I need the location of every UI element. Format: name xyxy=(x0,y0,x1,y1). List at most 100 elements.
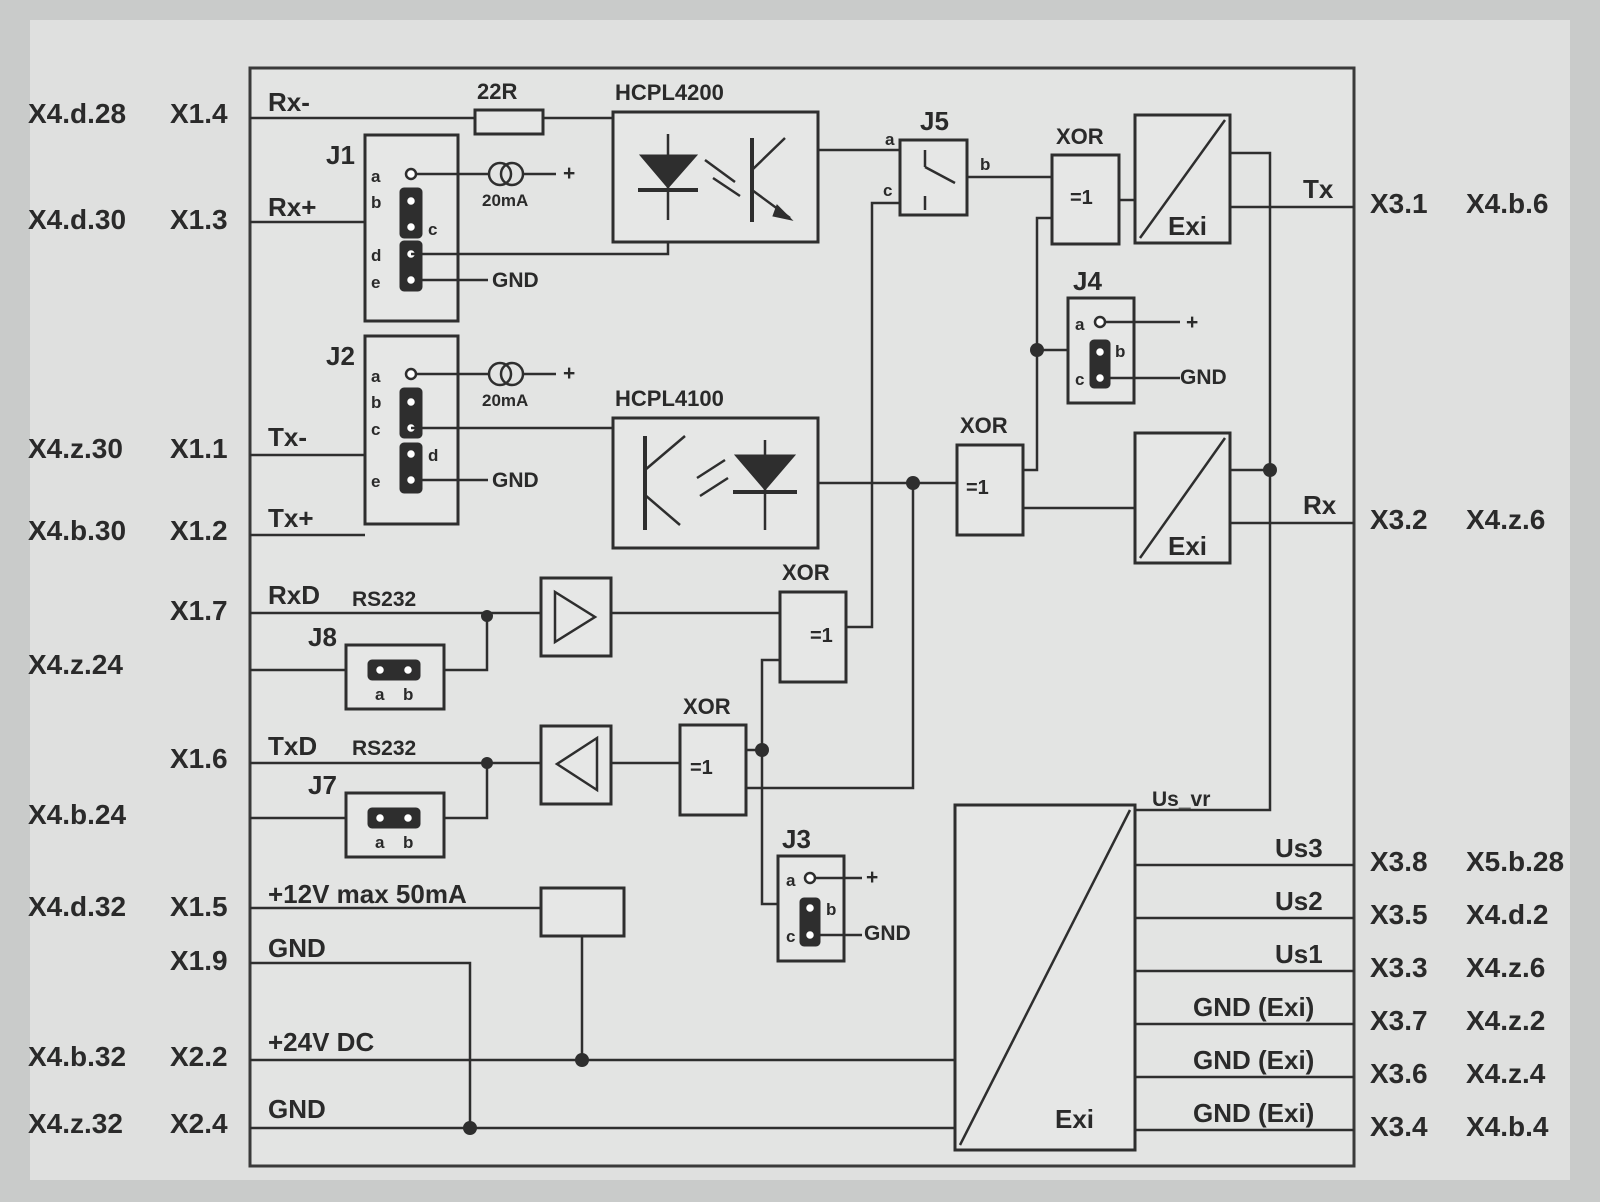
signal-gnd-exi-1: GND (Exi) xyxy=(1193,992,1314,1022)
label-x4z30: X4.z.30 xyxy=(28,433,123,464)
label-x4z6b: X4.z.6 xyxy=(1466,952,1545,983)
wire-j8-b xyxy=(444,616,489,672)
xor-mid-symbol: =1 xyxy=(966,477,989,499)
junction-exi-rx xyxy=(1263,463,1277,477)
label-x4z32: X4.z.32 xyxy=(28,1108,123,1139)
label-x4d30: X4.d.30 xyxy=(28,204,126,235)
wire-j5-c xyxy=(846,201,900,629)
j1-pin-e: e xyxy=(371,273,380,292)
signal-gnd-b: GND xyxy=(268,1094,326,1124)
label-x33: X3.3 xyxy=(1370,952,1428,983)
label-x16: X1.6 xyxy=(170,743,228,774)
wire-j7-b xyxy=(444,763,489,820)
label-x19: X1.9 xyxy=(170,945,228,976)
resistor-22r xyxy=(473,108,545,136)
label-x24: X2.4 xyxy=(170,1108,228,1139)
jumper-j3-name: J3 xyxy=(782,824,811,854)
j1-pin-a: a xyxy=(371,167,381,186)
j4-plus: + xyxy=(1186,311,1198,334)
label-x5b28: X5.b.28 xyxy=(1466,846,1564,877)
label-x32: X3.2 xyxy=(1370,504,1428,535)
j4-pin-a: a xyxy=(1075,315,1085,334)
j2-plus: + xyxy=(563,362,575,385)
label-x36: X3.6 xyxy=(1370,1058,1428,1089)
label-x38: X3.8 xyxy=(1370,846,1428,877)
j2-pin-b: b xyxy=(371,393,381,412)
signal-rs232-a: RS232 xyxy=(352,588,416,611)
junction-24v xyxy=(575,1053,589,1067)
optocoupler-hcpl4100 xyxy=(611,416,820,550)
current-source-icon-2 xyxy=(487,361,556,387)
j5-pin-b: b xyxy=(980,155,990,174)
optocoupler-hcpl4200 xyxy=(611,110,820,244)
output-wires xyxy=(1135,863,1354,1132)
current-source-icon xyxy=(487,161,556,187)
exi-rx-label: Exi xyxy=(1168,531,1207,561)
opto-rx-label: HCPL4200 xyxy=(615,80,724,105)
xor-top-label: XOR xyxy=(1056,124,1104,149)
label-x35: X3.5 xyxy=(1370,899,1428,930)
jumper-j8-name: J8 xyxy=(308,622,337,652)
xor-gate-mid xyxy=(955,443,1025,537)
jumper-j7 xyxy=(344,791,446,859)
buffer-rxd xyxy=(539,576,613,658)
resistor-label: 22R xyxy=(477,79,517,104)
exi-barrier-tx xyxy=(1133,113,1232,245)
label-x4b30: X4.b.30 xyxy=(28,515,126,546)
signal-rxd: RxD xyxy=(268,580,320,610)
signal-supply24: +24V DC xyxy=(268,1027,374,1057)
j2-current-label: 20mA xyxy=(482,391,528,410)
signal-supply12: +12V max 50mA xyxy=(268,879,467,909)
j4-gnd: GND xyxy=(1180,366,1227,389)
signal-rx-minus: Rx- xyxy=(268,87,310,117)
label-x4d2: X4.d.2 xyxy=(1466,899,1548,930)
signal-tx-out: Tx xyxy=(1303,174,1334,204)
j3-pin-c: c xyxy=(786,927,795,946)
j5-pin-a: a xyxy=(885,130,895,149)
signal-rs232-b: RS232 xyxy=(352,737,416,760)
exi-power-barrier xyxy=(953,803,1137,1152)
wire-us-vr xyxy=(1135,151,1272,812)
exi-power-label: Exi xyxy=(1055,1104,1094,1134)
junction-gnd xyxy=(463,1121,477,1135)
xor-mid-label: XOR xyxy=(960,413,1008,438)
signal-tx-plus: Tx+ xyxy=(268,503,314,533)
label-x37: X3.7 xyxy=(1370,1005,1428,1036)
signal-txd: TxD xyxy=(268,731,317,761)
wire-xor-rx-ctrl xyxy=(760,658,780,906)
jumper-j1 xyxy=(363,133,670,323)
label-x22: X2.2 xyxy=(170,1041,228,1072)
label-x34: X3.4 xyxy=(1370,1111,1428,1142)
xor-rs232-tx-label: XOR xyxy=(683,694,731,719)
j1-current-label: 20mA xyxy=(482,191,528,210)
jumper-j8 xyxy=(344,643,446,711)
j1-pin-d: d xyxy=(371,246,381,265)
label-x17: X1.7 xyxy=(170,595,228,626)
label-x13: X1.3 xyxy=(170,204,228,235)
j3-pin-b: b xyxy=(826,900,836,919)
xor-gate-top xyxy=(1050,153,1121,246)
wire-gnd-a xyxy=(250,961,472,1128)
j1-pin-b: b xyxy=(371,193,381,212)
jumper-j7-name: J7 xyxy=(308,770,337,800)
j2-pin-d: d xyxy=(428,446,438,465)
signal-gnd-exi-3: GND (Exi) xyxy=(1193,1098,1314,1128)
xor-top-symbol: =1 xyxy=(1070,187,1093,209)
label-x4d32: X4.d.32 xyxy=(28,891,126,922)
signal-rx-plus: Rx+ xyxy=(268,192,316,222)
jumper-j5 xyxy=(898,138,969,217)
regulator-block xyxy=(539,886,626,938)
signal-rx-out: Rx xyxy=(1303,490,1337,520)
wire-tx-feedback xyxy=(746,483,915,790)
signal-us-vr: Us_vr xyxy=(1152,788,1210,811)
jumper-j3 xyxy=(776,854,862,963)
j8-pin-b: b xyxy=(403,685,413,704)
label-x4z4: X4.z.4 xyxy=(1466,1058,1546,1089)
label-x4b6: X4.b.6 xyxy=(1466,188,1548,219)
label-x4b24: X4.b.24 xyxy=(28,799,126,830)
j1-pin-c: c xyxy=(428,220,437,239)
j2-pin-e: e xyxy=(371,472,380,491)
signal-tx-minus: Tx- xyxy=(268,422,307,452)
j7-pin-a: a xyxy=(375,833,385,852)
